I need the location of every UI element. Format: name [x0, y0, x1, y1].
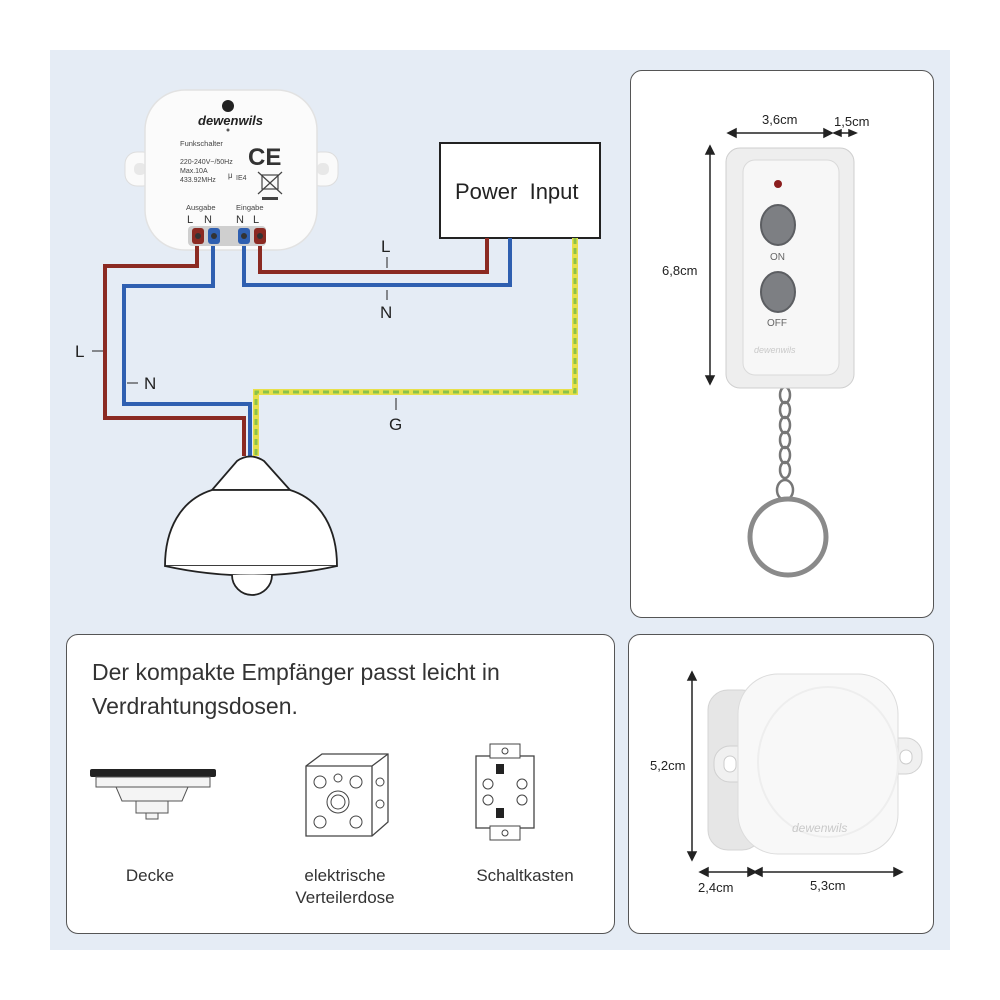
remote-illustration: 3,6cm 1,5cm 6,8cm ON OFF dewenwils	[662, 112, 869, 578]
remote-body	[725, 147, 855, 389]
spec-mu: μ	[228, 171, 233, 180]
ce-mark: CE	[248, 144, 281, 171]
remote-height-label: 6,8cm	[662, 263, 697, 278]
wire-label-g: G	[389, 415, 402, 434]
weee-bin-icon	[257, 171, 283, 200]
brand-logo: dewenwils	[198, 113, 263, 128]
mount-label-junction-box: elektrische Verteilerdose	[270, 865, 420, 909]
mounting-headline: Der kompakte Empfänger passt leicht in V…	[92, 659, 500, 719]
mount-label-switch-box: Schaltkasten	[476, 866, 574, 885]
wire-label-n-top: N	[380, 303, 392, 322]
mount-label-ceiling: Decke	[125, 866, 175, 885]
terminal-in-l: L	[253, 214, 259, 226]
power-input-label: Power Input	[455, 179, 579, 204]
receiver-height-label: 5,2cm	[650, 758, 685, 773]
switch-box-icon	[475, 743, 535, 841]
remote-depth-label: 1,5cm	[834, 114, 869, 129]
wire-label-l-top: L	[381, 237, 390, 256]
junction-box-icon	[305, 753, 389, 837]
power-input-box: Power Input	[439, 142, 601, 239]
remote-off-label: OFF	[767, 318, 787, 329]
live-wire	[103, 238, 489, 456]
spec-line-2: Max.10A	[180, 168, 208, 175]
receiver-brand: dewenwils	[792, 821, 847, 835]
remote-brand: dewenwils	[754, 345, 796, 355]
remote-width-label: 3,6cm	[762, 112, 797, 127]
spec-line-1: 220-240V~/50Hz	[180, 159, 233, 166]
spec-ie: IE4	[236, 175, 247, 182]
wire-label-n-left: N	[144, 374, 156, 393]
lamp-icon	[164, 455, 338, 596]
mount-label-junction-box-text: elektrische Verteilerdose	[295, 866, 395, 907]
receiver-width-label: 5,3cm	[810, 878, 845, 893]
terminal-out-n: N	[204, 214, 212, 226]
input-label: Eingabe	[236, 203, 264, 212]
receiver-depth-label: 2,4cm	[698, 880, 733, 895]
receiver-illustration: 5,2cm 2,4cm 5,3cm dewenwils	[650, 670, 923, 895]
remote-on-label: ON	[770, 252, 785, 263]
spec-line-3: 433.92MHz	[180, 177, 216, 184]
keychain-icon	[747, 385, 829, 578]
output-label: Ausgabe	[186, 203, 216, 212]
ceiling-icon	[90, 769, 216, 820]
neutral-wire	[122, 238, 512, 456]
terminal-out-l: L	[187, 214, 193, 226]
receiver-module: CE dewenwils Funkschalter 220-240V~/50Hz…	[124, 89, 339, 251]
receiver-body	[707, 673, 923, 855]
ground-wire	[253, 238, 578, 456]
device-name: Funkschalter	[180, 139, 223, 148]
terminal-in-n: N	[236, 214, 244, 226]
wire-label-l-left: L	[75, 342, 84, 361]
